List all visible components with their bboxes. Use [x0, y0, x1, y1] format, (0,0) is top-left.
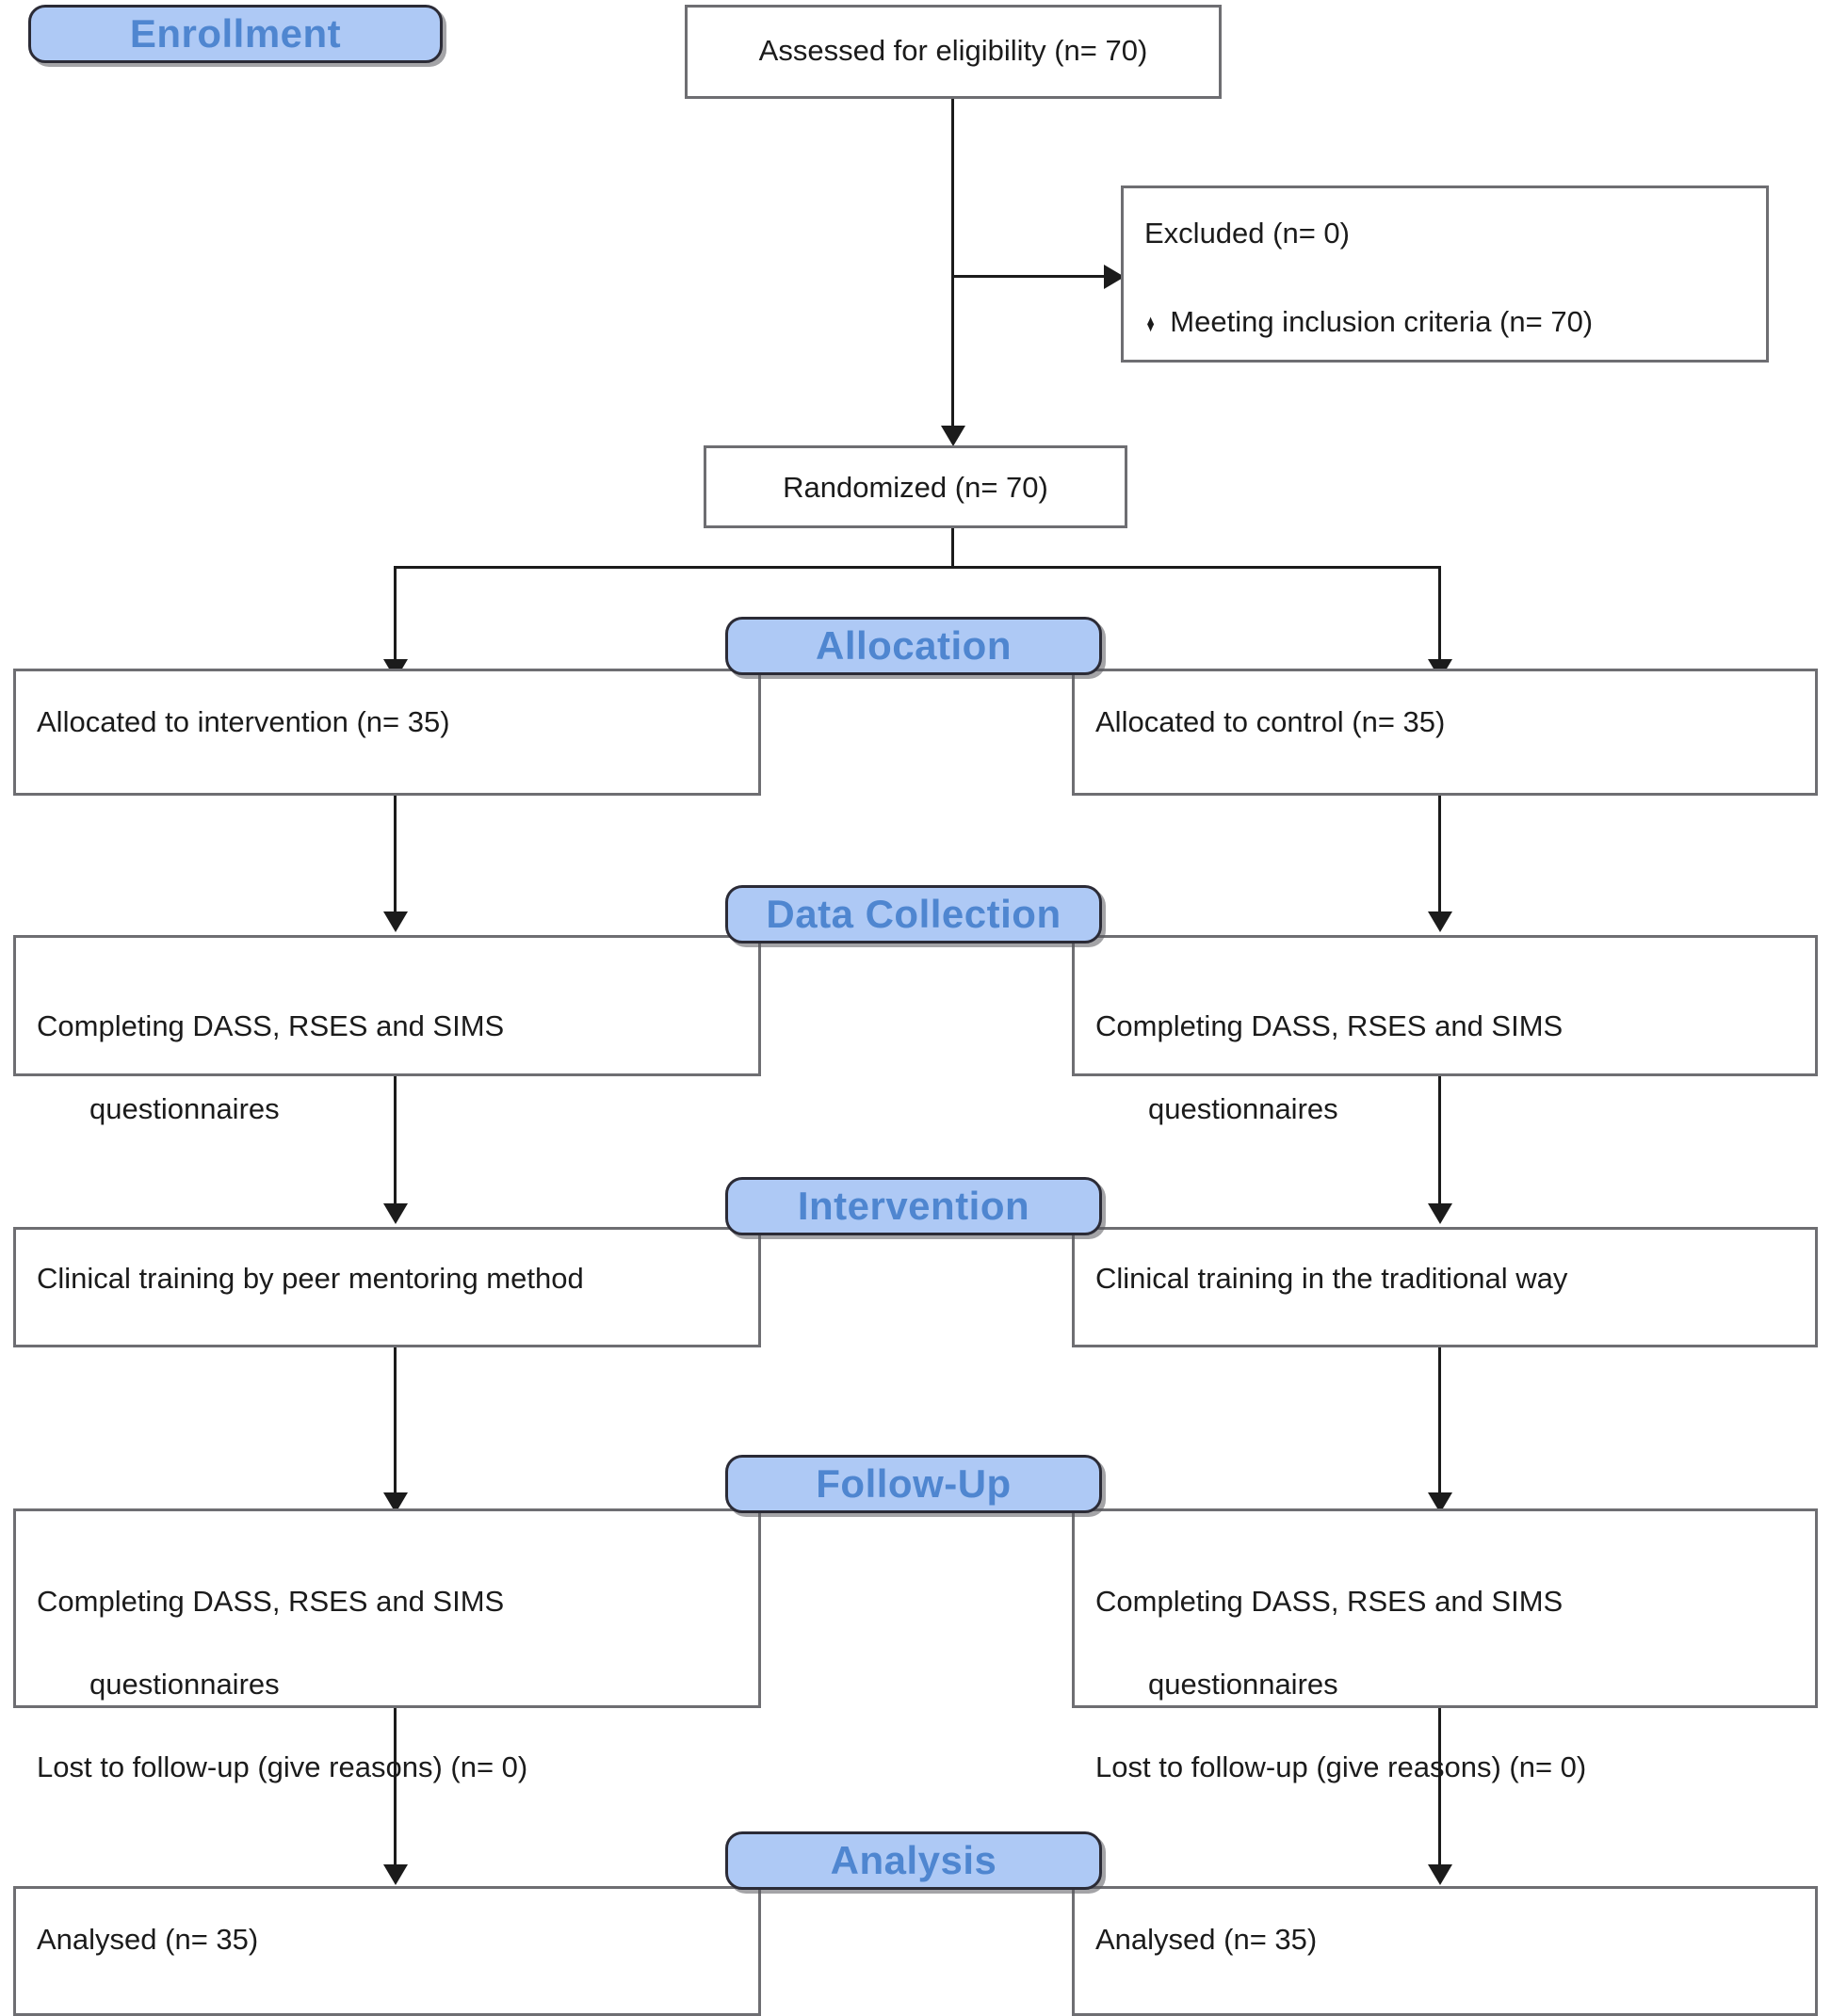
- stage-label-analysis: Analysis: [830, 1838, 997, 1882]
- connector-left-followup-to-analysis: [394, 1708, 397, 1876]
- box-randomized: Randomized (n= 70): [704, 445, 1127, 528]
- box-allocated-control: Allocated to control (n= 35): [1072, 669, 1818, 796]
- stage-badge-allocation: Allocation: [725, 617, 1102, 675]
- box-intervention-right-text: Clinical training in the traditional way: [1095, 1262, 1568, 1295]
- connector-right-datacollection-to-intervention: [1438, 1076, 1441, 1213]
- stage-badge-intervention: Intervention: [725, 1177, 1102, 1235]
- box-allocated-control-text: Allocated to control (n= 35): [1095, 705, 1446, 738]
- arrowhead-to-excluded: [1104, 265, 1125, 289]
- connector-left-intervention-to-followup: [394, 1347, 397, 1503]
- fu-right-line2: questionnaires: [1148, 1668, 1338, 1702]
- connector-randomized-stub: [951, 528, 954, 569]
- arrowhead-right-followup: [1428, 1492, 1452, 1513]
- fu-right-line1: Completing DASS, RSES and SIMS: [1095, 1585, 1564, 1619]
- arrowhead-right-analysis: [1428, 1864, 1452, 1885]
- box-allocated-intervention-text: Allocated to intervention (n= 35): [37, 705, 450, 738]
- stage-badge-enrollment: Enrollment: [28, 5, 443, 63]
- fu-right-line3: Lost to follow-up (give reasons) (n= 0): [1095, 1750, 1587, 1784]
- box-data-collection-right-text: Completing DASS, RSES and SIMS questionn…: [1095, 964, 1800, 1171]
- fu-left-line2: questionnaires: [89, 1668, 280, 1702]
- arrowhead-left-datacollection: [383, 911, 408, 932]
- dc-left-line2: questionnaires: [89, 1092, 280, 1126]
- box-excluded-bullet-row: ♦ Meeting inclusion criteria (n= 70): [1144, 260, 1751, 384]
- box-allocated-intervention: Allocated to intervention (n= 35): [13, 669, 761, 796]
- box-followup-left-text: Completing DASS, RSES and SIMS questionn…: [37, 1540, 743, 1788]
- box-analysed-left-text: Analysed (n= 35): [37, 1923, 259, 1956]
- fu-left-line3: Lost to follow-up (give reasons) (n= 0): [37, 1750, 528, 1784]
- stage-label-allocation: Allocation: [815, 623, 1012, 668]
- arrowhead-to-randomized: [941, 426, 965, 446]
- box-excluded-title: Excluded (n= 0): [1144, 217, 1350, 250]
- arrowhead-left-intervention: [383, 1203, 408, 1224]
- arrowhead-right-intervention: [1428, 1203, 1452, 1224]
- connector-right-allocation-to-datacollection: [1438, 796, 1441, 923]
- arrowhead-left-analysis: [383, 1864, 408, 1885]
- box-data-collection-left-text: Completing DASS, RSES and SIMS questionn…: [37, 964, 743, 1171]
- fu-left-line1: Completing DASS, RSES and SIMS: [37, 1585, 505, 1619]
- box-assessed-for-eligibility: Assessed for eligibility (n= 70): [685, 5, 1222, 99]
- dc-right-line2: questionnaires: [1148, 1092, 1338, 1126]
- box-analysed-right-text: Analysed (n= 35): [1095, 1923, 1318, 1956]
- connector-assessed-to-randomized: [951, 99, 954, 433]
- arrowhead-left-followup: [383, 1492, 408, 1513]
- stage-badge-follow-up: Follow-Up: [725, 1455, 1102, 1513]
- box-analysed-right: Analysed (n= 35): [1072, 1886, 1818, 2016]
- connector-right-followup-to-analysis: [1438, 1708, 1441, 1876]
- stage-label-follow-up: Follow-Up: [816, 1461, 1012, 1506]
- box-data-collection-right: Completing DASS, RSES and SIMS questionn…: [1072, 935, 1818, 1125]
- arrowhead-right-datacollection: [1428, 911, 1452, 932]
- stage-label-enrollment: Enrollment: [129, 11, 342, 56]
- stage-badge-analysis: Analysis: [725, 1831, 1102, 1890]
- connector-split-horizontal: [394, 566, 1441, 569]
- connector-split-right-down: [1438, 566, 1441, 671]
- dc-left-line1: Completing DASS, RSES and SIMS: [37, 1009, 505, 1043]
- box-intervention-right: Clinical training in the traditional way: [1072, 1227, 1818, 1347]
- box-intervention-left: Clinical training by peer mentoring meth…: [13, 1227, 761, 1347]
- diamond-bullet-icon: ♦: [1146, 309, 1155, 338]
- connector-right-intervention-to-followup: [1438, 1347, 1441, 1503]
- box-intervention-left-text: Clinical training by peer mentoring meth…: [37, 1262, 584, 1295]
- box-excluded: Excluded (n= 0) ♦ Meeting inclusion crit…: [1121, 185, 1769, 363]
- box-followup-left: Completing DASS, RSES and SIMS questionn…: [13, 1508, 761, 1783]
- box-analysed-left: Analysed (n= 35): [13, 1886, 761, 2016]
- stage-badge-data-collection: Data Collection: [725, 885, 1102, 943]
- box-followup-right-text: Completing DASS, RSES and SIMS questionn…: [1095, 1540, 1800, 1788]
- box-excluded-bullet-text: Meeting inclusion criteria (n= 70): [1170, 305, 1594, 339]
- box-data-collection-left: Completing DASS, RSES and SIMS questionn…: [13, 935, 761, 1125]
- stage-label-data-collection: Data Collection: [766, 892, 1061, 936]
- dc-right-line1: Completing DASS, RSES and SIMS: [1095, 1009, 1564, 1043]
- connector-split-left-down: [394, 566, 397, 671]
- box-assessed-text: Assessed for eligibility (n= 70): [758, 34, 1148, 67]
- connector-left-datacollection-to-intervention: [394, 1076, 397, 1213]
- box-randomized-text: Randomized (n= 70): [783, 471, 1048, 504]
- connector-to-excluded: [951, 275, 1111, 278]
- stage-label-intervention: Intervention: [797, 1184, 1030, 1228]
- box-followup-right: Completing DASS, RSES and SIMS questionn…: [1072, 1508, 1818, 1783]
- connector-left-allocation-to-datacollection: [394, 796, 397, 923]
